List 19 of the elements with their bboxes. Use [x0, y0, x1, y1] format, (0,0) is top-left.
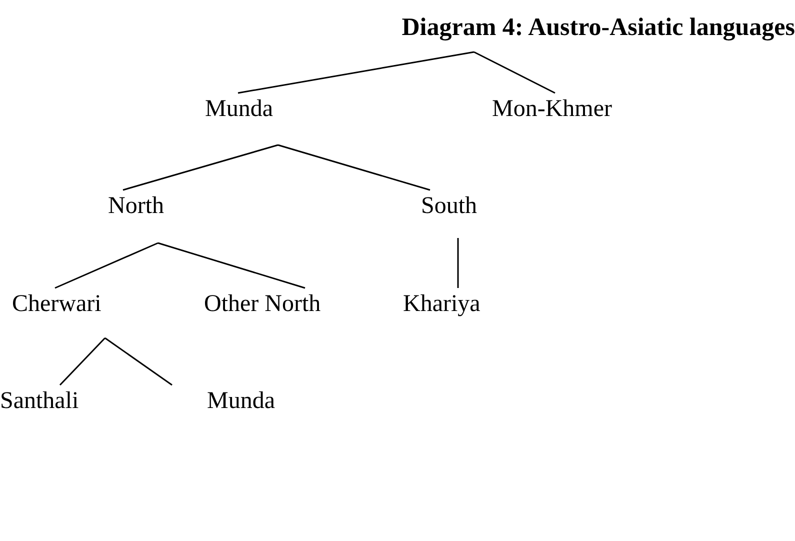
tree-line — [278, 144, 430, 191]
language-label: Mon-Khmer — [492, 95, 613, 124]
tree-line — [54, 242, 158, 289]
tree-line — [59, 337, 106, 386]
language-label: North — [108, 192, 165, 221]
tree-line — [474, 51, 556, 94]
language-label: Munda — [207, 387, 276, 416]
language-label: Munda — [205, 95, 274, 124]
language-label: Other North — [204, 290, 322, 319]
tree-line — [158, 242, 306, 289]
tree-line — [238, 51, 474, 94]
language-label: Khariya — [403, 290, 482, 319]
tree-line — [122, 144, 278, 191]
tree-line — [457, 238, 459, 288]
language-label: Cherwari — [12, 290, 102, 319]
language-label: Santhali — [0, 387, 80, 416]
language-label: South — [421, 192, 478, 221]
tree-line — [104, 337, 172, 386]
tree-root-label: Diagram 4: Austro-Asiatic languages — [400, 13, 795, 43]
